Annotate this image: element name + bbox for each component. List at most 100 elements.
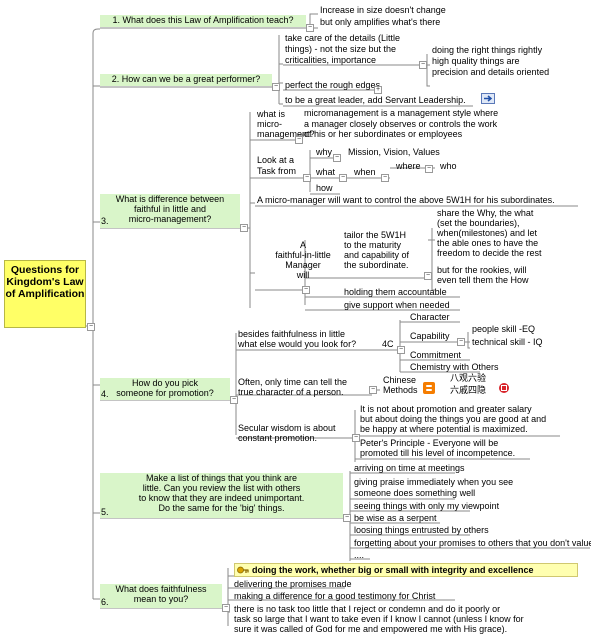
q4-chemistry: Chemistry with Others xyxy=(410,362,499,372)
collapse-toggle-icon[interactable]: − xyxy=(87,323,95,331)
q6-difference: making a difference for a good testimony… xyxy=(234,591,436,601)
q4-technical-skill: technical skill - IQ xyxy=(472,337,543,347)
q3-support: give support when needed xyxy=(344,300,450,310)
collapse-toggle-icon[interactable]: − xyxy=(306,24,314,32)
question-5-label-line-4: Do the same for the 'big' things. xyxy=(158,503,285,513)
question-5-label-line-3: to know that they are indeed unimportant… xyxy=(138,493,305,503)
collapse-toggle-icon[interactable]: − xyxy=(369,386,377,394)
question-2-label: 2. How can we be a great performer? xyxy=(111,74,261,84)
q5-item-3: someone does something well xyxy=(354,488,476,498)
q6-task: there is no task too little that I rejec… xyxy=(234,604,524,634)
q3-definition-line-1: micromanagement is a management style wh… xyxy=(304,108,499,118)
q4-character: Character xyxy=(410,312,450,322)
q2-right-line-3: precision and details oriented xyxy=(432,67,550,77)
q5-item-5: be wise as a serpent xyxy=(354,513,437,523)
q3-how: how xyxy=(316,183,333,193)
question-4-topic[interactable]: How do you pick someone for promotion? xyxy=(100,378,230,400)
q3-share: share the Why, the what(set the boundari… xyxy=(437,208,542,258)
question-6-topic[interactable]: What does faithfulness mean to you? xyxy=(100,584,222,608)
key-icon xyxy=(237,566,249,574)
q4-not-about: It is not about promotion and greater sa… xyxy=(360,404,547,434)
link-icon[interactable] xyxy=(481,93,495,104)
expand-toggle-icon[interactable]: + xyxy=(374,86,382,94)
question-1-label: 1. What does this Law of Amplification t… xyxy=(112,15,294,25)
q5-item-2: giving praise immediately when you see xyxy=(354,477,514,487)
q6-highlight: doing the work, whether big or small wit… xyxy=(252,565,534,575)
collapse-toggle-icon[interactable]: − xyxy=(419,61,427,69)
question-4-number: 4. xyxy=(101,389,109,399)
collapse-toggle-icon[interactable]: − xyxy=(381,174,389,182)
q5-item-7: forgetting about your promises to others… xyxy=(354,538,591,548)
collapse-toggle-icon[interactable]: − xyxy=(397,346,405,354)
question-5-label-line-1: Make a list of things that you think are xyxy=(145,473,298,483)
q2-servant-leadership: to be a great leader, add Servant Leader… xyxy=(285,95,466,105)
q3-look-line-1: Look at a xyxy=(257,155,295,165)
question-1-topic[interactable]: 1. What does this Law of Amplification t… xyxy=(100,15,306,27)
question-6-label-line-2: mean to you? xyxy=(133,594,189,604)
question-4-label-line-2: someone for promotion? xyxy=(116,388,214,398)
q3-what-is-2: micro- xyxy=(257,119,282,129)
q4-4c: 4C xyxy=(382,339,394,349)
q3-mission: Mission, Vision, Values xyxy=(348,147,440,157)
q1-answer-line-1: Increase in size doesn't change xyxy=(320,5,446,15)
q2-right-line-1: doing the right things rightly xyxy=(432,45,543,55)
question-3-label-line-1: What is difference between xyxy=(115,194,225,204)
q3-look-line-2: Task from xyxy=(257,166,297,176)
root-title: Questions for Kingdom's Law of Amplifica… xyxy=(5,264,85,300)
q2-care-line-2: things) - not the size but the xyxy=(285,44,397,54)
collapse-toggle-icon[interactable]: − xyxy=(457,338,465,346)
q3-definition-line-3: of his or her subordinates or employees xyxy=(304,129,463,139)
q2-care-line-3: criticalities, importance xyxy=(285,55,377,65)
q3-control: A micro-manager will want to control the… xyxy=(257,195,555,205)
collapse-toggle-icon[interactable]: − xyxy=(295,136,303,144)
q2-care-line-1: take care of the details (Little xyxy=(285,33,401,43)
q4-chinese-line-2: 六戚四隐 xyxy=(450,385,487,395)
blogger-icon[interactable] xyxy=(423,382,435,394)
question-5-label-line-2: little. Can you review the list with oth… xyxy=(142,483,301,493)
question-6-number: 6. xyxy=(101,597,109,607)
q5-item-1: arriving on time at meetings xyxy=(354,463,465,473)
q3-what-is-3: management? xyxy=(257,129,315,139)
q5-item-6: loosing things entrusted by others xyxy=(354,525,489,535)
q1-answer-line-2: but only amplifies what's there xyxy=(320,17,441,27)
q4-capability: Capability xyxy=(410,331,450,341)
chinese-seal-icon xyxy=(499,383,509,393)
collapse-toggle-icon[interactable]: − xyxy=(230,396,238,404)
collapse-toggle-icon[interactable]: − xyxy=(272,83,280,91)
collapse-toggle-icon[interactable]: − xyxy=(424,272,432,280)
collapse-toggle-icon[interactable]: − xyxy=(425,165,433,173)
root-topic[interactable]: Questions for Kingdom's Law of Amplifica… xyxy=(4,260,86,328)
q6-highlight-box[interactable] xyxy=(234,563,578,577)
collapse-toggle-icon[interactable]: − xyxy=(343,514,351,522)
collapse-toggle-icon[interactable]: − xyxy=(339,174,347,182)
question-2-topic[interactable]: 2. How can we be a great performer? xyxy=(100,74,272,86)
collapse-toggle-icon[interactable]: − xyxy=(302,286,310,294)
question-5-topic[interactable]: Make a list of things that you think are… xyxy=(100,473,343,518)
question-5-number: 5. xyxy=(101,507,109,517)
q5-item-8: .... xyxy=(354,550,365,560)
q3-who: who xyxy=(440,161,457,171)
question-3-label-line-2: faithful in little and xyxy=(133,204,207,214)
q3-accountable: holding them accountable xyxy=(344,287,447,297)
question-3-topic[interactable]: What is difference between faithful in l… xyxy=(100,194,240,228)
q2-right-line-2: high quality things are xyxy=(432,56,520,66)
collapse-toggle-icon[interactable]: − xyxy=(333,154,341,162)
q4-commitment: Commitment xyxy=(410,350,462,360)
question-6-label-line-1: What does faithfulness xyxy=(115,584,207,594)
q4-chinese-line-1: 八观六验 xyxy=(450,373,487,383)
q6-promises: delivering the promises made xyxy=(234,579,352,589)
collapse-toggle-icon[interactable]: − xyxy=(222,604,230,612)
collapse-toggle-icon[interactable]: − xyxy=(240,224,248,232)
collapse-toggle-icon[interactable]: − xyxy=(303,174,311,182)
question-3-label-line-3: micro-management? xyxy=(128,214,212,224)
q3-where: where xyxy=(396,161,421,171)
q3-when: when xyxy=(354,167,376,177)
collapse-toggle-icon[interactable]: − xyxy=(352,434,360,442)
